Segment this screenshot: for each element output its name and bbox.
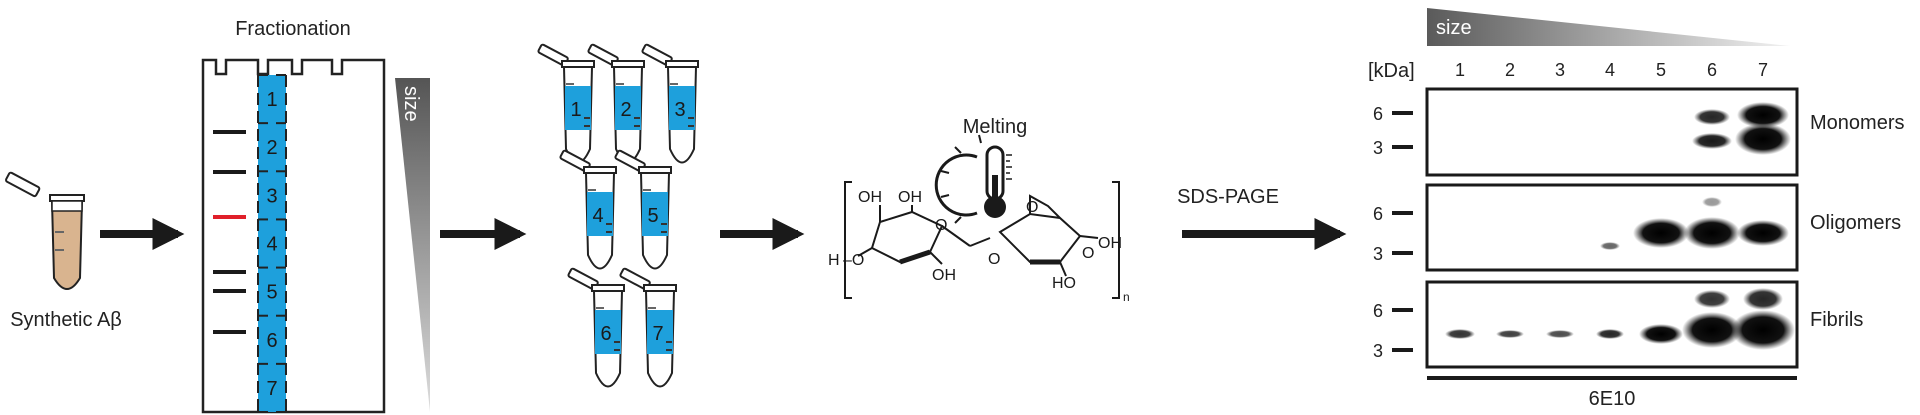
- svg-text:O: O: [1082, 245, 1094, 262]
- blot-band: [1684, 217, 1740, 249]
- svg-text:H: H: [828, 252, 840, 269]
- svg-text:O: O: [935, 217, 947, 234]
- eppendorf-tube-icon: 4: [559, 149, 617, 270]
- thermometer-icon: [934, 134, 1012, 224]
- eppendorf-tube-icon: 6: [567, 267, 625, 388]
- blot-band: [1692, 133, 1732, 149]
- svg-text:OH: OH: [1098, 235, 1122, 252]
- fraction-number: 4: [266, 234, 277, 256]
- marker-label: 3: [1373, 244, 1383, 264]
- panel-name: Fibrils: [1810, 309, 1863, 331]
- svg-text:HO: HO: [1052, 275, 1076, 292]
- sds-page-label: SDS-PAGE: [1177, 186, 1279, 208]
- eppendorf-tube-icon: 1: [537, 43, 595, 164]
- lane-number: 2: [1505, 60, 1515, 80]
- fractionation-title: Fractionation: [235, 18, 351, 40]
- tube-liquid: [642, 192, 668, 236]
- lane-number: 1: [1455, 60, 1465, 80]
- fraction-number: 2: [266, 137, 277, 159]
- tube-cap-icon: [5, 171, 41, 198]
- fraction-number: 5: [266, 282, 277, 304]
- tube-liquid: [587, 192, 613, 236]
- antibody-label: 6E10: [1589, 388, 1636, 410]
- tube-liquid: [647, 310, 673, 354]
- tube-number: 4: [592, 205, 603, 227]
- lane-number: 6: [1707, 60, 1717, 80]
- svg-text:OH: OH: [898, 189, 922, 206]
- tube-liquid: [669, 86, 695, 130]
- blot-size-wedge: size: [1427, 8, 1790, 46]
- tube-liquid: [615, 86, 641, 130]
- tube-liquid: [595, 310, 621, 354]
- marker-label: 3: [1373, 341, 1383, 361]
- marker-label: 3: [1373, 138, 1383, 158]
- size-gradient-wedge: size: [395, 78, 430, 412]
- svg-text:–O: –O: [843, 252, 864, 269]
- lane-number: 3: [1555, 60, 1565, 80]
- blot-band: [1600, 242, 1620, 250]
- melting-label: Melting: [963, 116, 1027, 138]
- blot-band: [1694, 109, 1730, 125]
- panel-name: Monomers: [1810, 112, 1904, 134]
- lane-number: 4: [1605, 60, 1615, 80]
- eppendorf-tube-icon: 7: [619, 267, 677, 388]
- marker-label: 6: [1373, 301, 1383, 321]
- blot-panel: 6 3 Monomers: [1373, 87, 1904, 177]
- svg-text:n: n: [1123, 290, 1130, 304]
- tube-number: 1: [570, 99, 581, 121]
- svg-text:O: O: [988, 251, 1000, 268]
- fraction-number: 1: [266, 89, 277, 111]
- agarose-labels: OH OH H –O OH O HO OH O O O n: [828, 189, 1130, 304]
- unit-label: [kDa]: [1368, 60, 1415, 82]
- tube-label: Synthetic Aβ: [10, 309, 122, 331]
- fraction-lane: [258, 75, 286, 412]
- lane-numbers: 1 2 3 4 5 6 7: [1455, 60, 1768, 80]
- fraction-number: 7: [266, 378, 277, 400]
- tube-liquid: [565, 86, 591, 130]
- tube-number: 2: [620, 99, 631, 121]
- blot-band: [1546, 330, 1574, 338]
- blot-band: [1735, 123, 1791, 155]
- blot-band: [1496, 330, 1524, 338]
- fractionation-gel: 1 2 3 4 5 6 7: [201, 58, 386, 414]
- svg-text:OH: OH: [932, 267, 956, 284]
- size-label: size: [400, 86, 422, 122]
- fraction-number: 6: [266, 330, 277, 352]
- blot-band: [1639, 324, 1683, 344]
- blot-size-label: size: [1436, 17, 1472, 39]
- tube-number: 7: [652, 323, 663, 345]
- eppendorf-tube-icon: 3: [641, 43, 699, 164]
- blot-band: [1737, 220, 1789, 246]
- blot-band: [1694, 290, 1730, 308]
- tube-number: 5: [647, 205, 658, 227]
- tube-number: 3: [674, 99, 685, 121]
- blot-band: [1737, 102, 1789, 128]
- svg-text:OH: OH: [858, 189, 882, 206]
- agarose-structure: [844, 181, 1120, 299]
- fraction-tubes: 1 2 3 4 5 6 7: [537, 43, 699, 388]
- panel-name: Oligomers: [1810, 212, 1901, 234]
- blot-band: [1682, 312, 1742, 348]
- lane-number: 7: [1758, 60, 1768, 80]
- fraction-number: 3: [266, 185, 277, 207]
- blot-panel: 6 3 Fibrils: [1373, 280, 1863, 369]
- blot-band: [1743, 288, 1783, 310]
- marker-label: 6: [1373, 104, 1383, 124]
- marker-label: 6: [1373, 204, 1383, 224]
- blot-band: [1596, 329, 1624, 339]
- eppendorf-tube-icon: 5: [614, 149, 672, 270]
- tube-liquid: [50, 200, 84, 290]
- blot-band: [1633, 218, 1689, 248]
- lane-number: 5: [1656, 60, 1666, 80]
- eppendorf-tube-icon: 2: [587, 43, 645, 164]
- svg-text:O: O: [1026, 199, 1038, 216]
- synthetic-abeta-tube: [5, 171, 85, 290]
- blot-band: [1702, 197, 1722, 207]
- blot-band: [1445, 329, 1475, 339]
- blot-band: [1731, 310, 1795, 350]
- tube-number: 6: [600, 323, 611, 345]
- blot-panel: 6 3 Oligomers: [1373, 183, 1901, 272]
